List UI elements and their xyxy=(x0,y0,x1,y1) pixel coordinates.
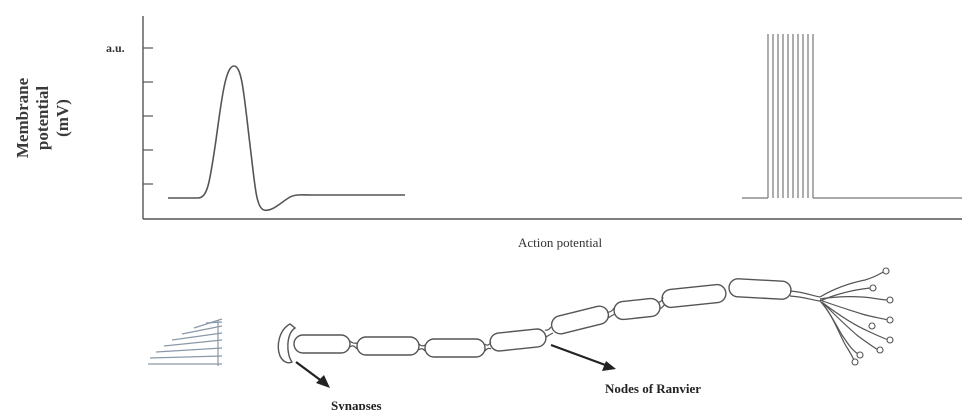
x-axis-label: Action potential xyxy=(518,235,603,250)
nodes-callout: Nodes of Ranvier xyxy=(550,343,701,396)
axon-terminal-branches-icon xyxy=(789,267,894,366)
stimulus-lines-icon xyxy=(148,318,223,366)
myelin-segment xyxy=(661,283,727,309)
neuron-axon xyxy=(277,267,894,366)
y-axis-label: Membrane potential (mV) xyxy=(13,77,72,158)
y-axis-label-line-1: Membrane xyxy=(13,77,32,158)
myelin-segment xyxy=(424,338,486,358)
synapses-callout: Synapses xyxy=(295,361,382,410)
y-ticks xyxy=(143,47,153,185)
y-axis-label-line-3: (mV) xyxy=(53,99,72,137)
myelin-segment xyxy=(550,305,610,335)
myelin-segment xyxy=(489,328,547,352)
nodes-arrowhead xyxy=(602,361,616,371)
myelin-segment xyxy=(356,336,420,356)
synapses-arrow xyxy=(295,361,324,383)
synapses-arrowhead xyxy=(316,375,330,388)
graph-axes: a.u. xyxy=(106,16,962,220)
y-tick-label-au: a.u. xyxy=(106,41,125,55)
nodes-arrow xyxy=(550,343,609,368)
myelin-segment xyxy=(293,334,351,354)
spike-train xyxy=(742,34,962,199)
nodes-of-ranvier-label: Nodes of Ranvier xyxy=(605,381,701,396)
myelin-segment xyxy=(613,297,661,321)
y-axis-label-line-2: potential xyxy=(33,86,52,151)
synaptic-terminal-icon xyxy=(277,323,297,364)
nodes-of-ranvier xyxy=(349,296,666,352)
synapses-label: Synapses xyxy=(331,398,382,410)
action-potential-waveform xyxy=(168,65,405,212)
myelin-segment xyxy=(728,278,792,300)
